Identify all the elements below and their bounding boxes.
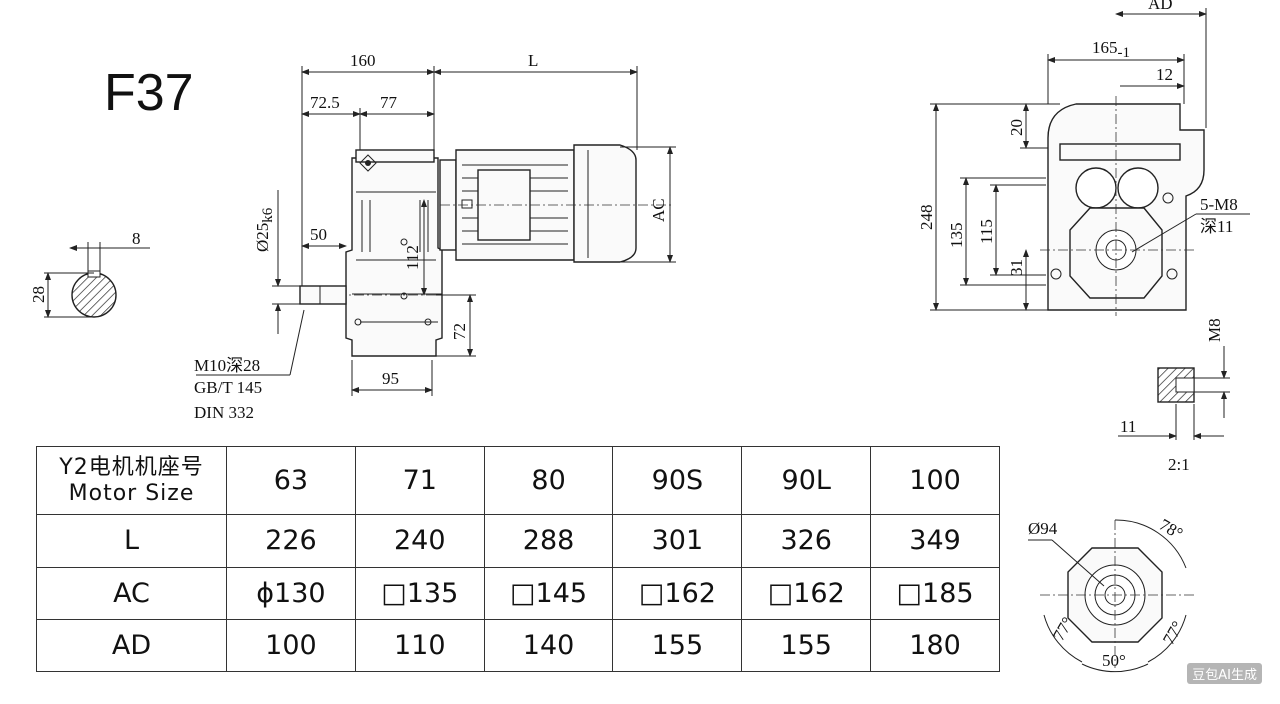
table-row: Y2电机机座号 Motor Size 63 71 80 90S 90L 100 bbox=[36, 445, 1000, 516]
dim-160: 160 bbox=[350, 51, 376, 70]
dim-M8: M8 bbox=[1205, 318, 1224, 342]
motor-size-cell: 100 bbox=[870, 445, 1000, 516]
key-height-label: 28 bbox=[29, 286, 48, 303]
table-cell: 155 bbox=[741, 618, 872, 673]
table-cell: 288 bbox=[483, 514, 614, 568]
dim-11: 11 bbox=[1120, 417, 1136, 436]
table-cell: 140 bbox=[483, 618, 614, 673]
svg-text:165-1: 165-1 bbox=[1092, 38, 1130, 61]
table-cell: □145 bbox=[483, 566, 614, 620]
angle-50: 50° bbox=[1102, 651, 1126, 670]
motor-size-cell: 90S bbox=[612, 445, 743, 516]
model-title: F37 bbox=[104, 64, 194, 122]
motor-size-cell: 80 bbox=[483, 445, 614, 516]
dim-50: 50 bbox=[310, 225, 327, 244]
motor-size-cell: 90L bbox=[741, 445, 872, 516]
dim-95: 95 bbox=[382, 369, 399, 388]
header-cn: Y2电机机座号 bbox=[59, 454, 204, 480]
angle-78: 78° bbox=[1156, 515, 1186, 543]
dim-165: 165 bbox=[1092, 38, 1118, 57]
table-cell: □185 bbox=[870, 566, 1000, 620]
table-cell: 226 bbox=[226, 514, 356, 568]
table-cell: 349 bbox=[870, 514, 1000, 568]
dim-135: 135 bbox=[947, 223, 966, 249]
table-cell: □162 bbox=[612, 566, 743, 620]
thread-note-1: M10深28 bbox=[194, 356, 260, 375]
end-view: AD 165-1 12 248 135 115 20 31 bbox=[917, 0, 1250, 316]
scale-label: 2:1 bbox=[1168, 455, 1190, 474]
dim-77: 77 bbox=[380, 93, 398, 112]
table-cell: 155 bbox=[612, 618, 743, 673]
dim-AD: AD bbox=[1148, 0, 1173, 13]
dim-20: 20 bbox=[1007, 119, 1026, 136]
bolt-note-1: 5-M8 bbox=[1200, 195, 1238, 214]
dim-AC: AC bbox=[649, 198, 668, 222]
row-label: L bbox=[36, 514, 227, 568]
dim-shaft-tol: k6 bbox=[260, 207, 276, 223]
dim-L: L bbox=[528, 51, 538, 70]
watermark-badge: 豆包AI生成 bbox=[1187, 663, 1262, 684]
thread-note-3: DIN 332 bbox=[194, 403, 254, 422]
dim-31: 31 bbox=[1007, 259, 1026, 276]
table-cell: 180 bbox=[870, 618, 1000, 673]
table-cell: 301 bbox=[612, 514, 743, 568]
motor-size-cell: 63 bbox=[226, 445, 356, 516]
svg-text:Ø25k6: Ø25k6 bbox=[253, 207, 276, 252]
dim-72: 72 bbox=[450, 323, 469, 340]
dim-72-5: 72.5 bbox=[310, 93, 340, 112]
key-width-label: 8 bbox=[132, 229, 141, 248]
dim-flange-dia: Ø94 bbox=[1028, 519, 1058, 538]
dim-115: 115 bbox=[977, 219, 996, 244]
table-cell: 100 bbox=[226, 618, 356, 673]
shaft-key-section: 8 28 bbox=[29, 229, 150, 318]
header-en: Motor Size bbox=[68, 480, 195, 506]
side-view: 160 L 72.5 77 bbox=[194, 51, 676, 422]
table-cell: 240 bbox=[354, 514, 485, 568]
motor-size-table: Y2电机机座号 Motor Size 63 71 80 90S 90L 100 … bbox=[36, 445, 1000, 673]
table-row: AC ϕ130 □135 □145 □162 □162 □185 bbox=[36, 566, 1000, 620]
thread-detail-view: M8 11 2:1 bbox=[1118, 318, 1230, 474]
table-cell: ϕ130 bbox=[226, 566, 356, 620]
dim-12: 12 bbox=[1156, 65, 1173, 84]
dim-shaft-dia: Ø25 bbox=[253, 223, 272, 252]
table-cell: □135 bbox=[354, 566, 485, 620]
motor-size-cell: 71 bbox=[354, 445, 485, 516]
row-label: AD bbox=[36, 618, 227, 673]
flange-view: Ø94 78° 77° 77° 50° bbox=[1028, 515, 1196, 673]
table-row: AD 100 110 140 155 155 180 bbox=[36, 618, 1000, 673]
table-row: L 226 240 288 301 326 349 bbox=[36, 514, 1000, 568]
table-cell: □162 bbox=[741, 566, 872, 620]
dim-248: 248 bbox=[917, 205, 936, 231]
dim-165-sub: -1 bbox=[1118, 45, 1131, 61]
thread-note-2: GB/T 145 bbox=[194, 378, 262, 397]
bolt-note-2: 深11 bbox=[1200, 217, 1233, 236]
table-cell: 326 bbox=[741, 514, 872, 568]
table-cell: 110 bbox=[354, 618, 485, 673]
row-label: AC bbox=[36, 566, 227, 620]
table-header-cell: Y2电机机座号 Motor Size bbox=[36, 445, 227, 516]
dim-112: 112 bbox=[403, 245, 422, 270]
